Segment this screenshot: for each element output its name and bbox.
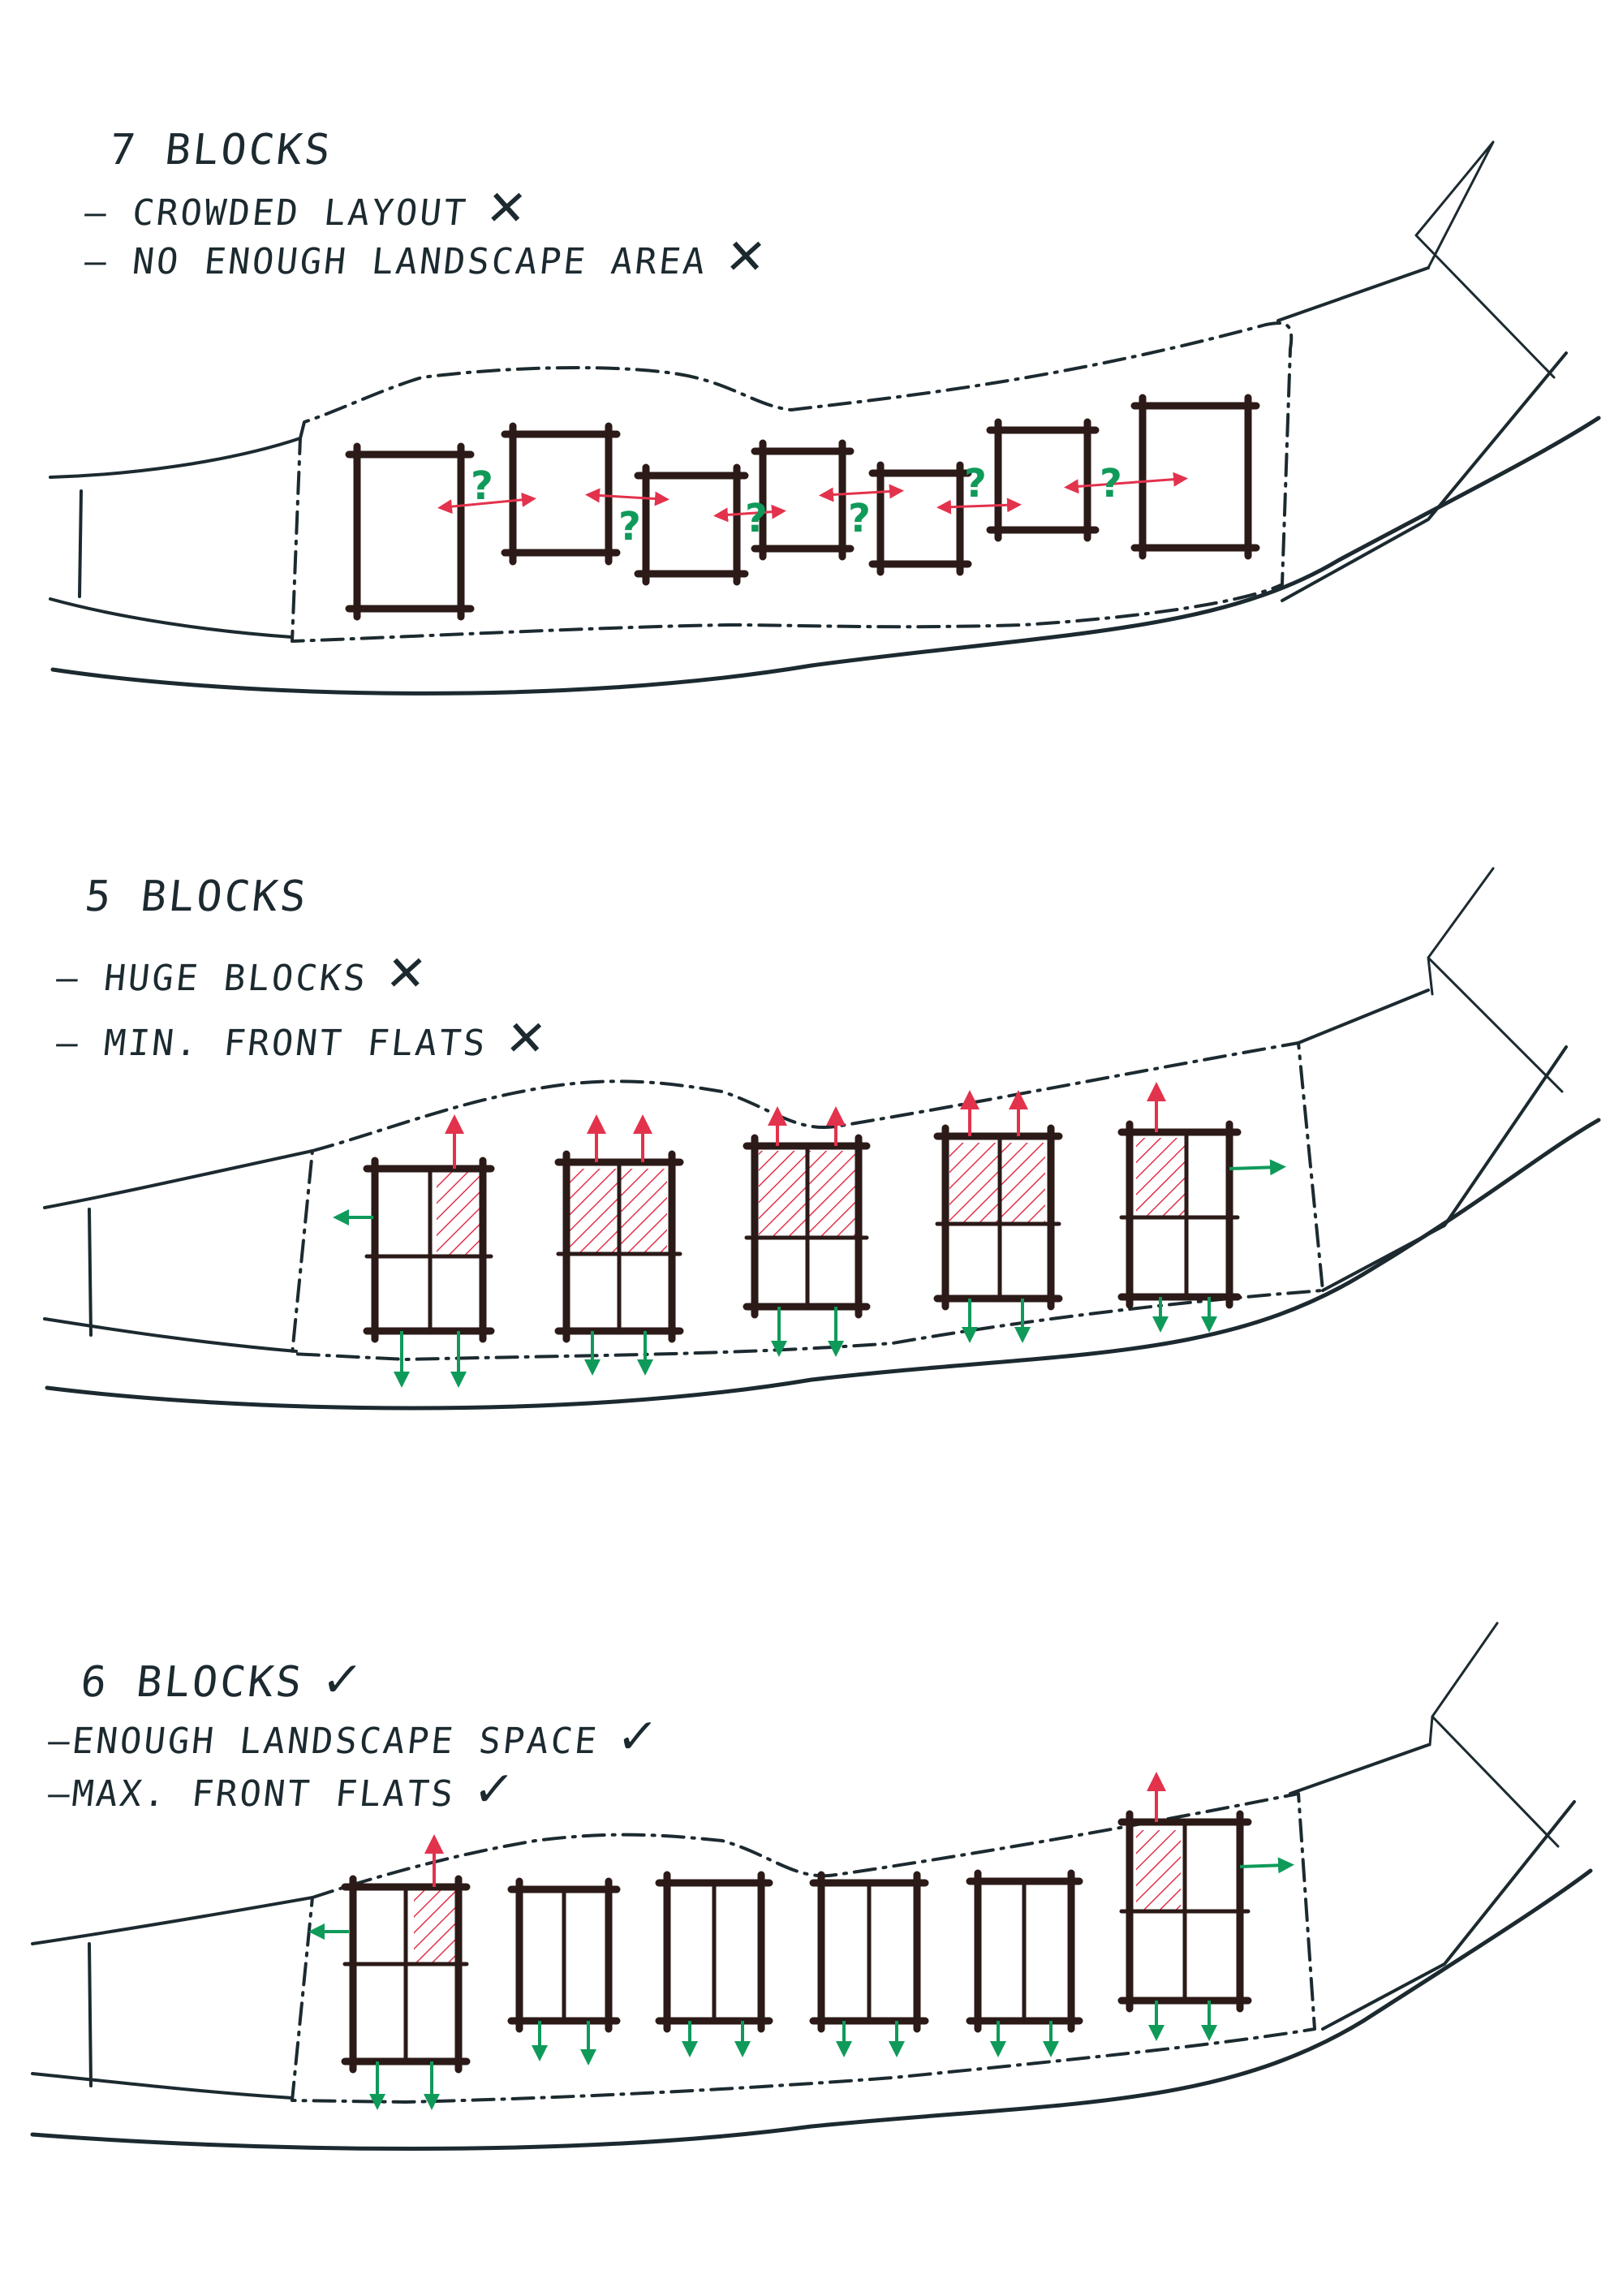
panel-2-red-arrows [445,1082,1166,1169]
block [743,1134,871,1319]
road-edge-upper [49,437,302,479]
road-edge-upper [31,1896,314,1945]
block [809,1871,929,2033]
question-mark: ? [745,496,768,541]
block [345,442,475,621]
road-end-line [78,489,83,598]
block [751,439,855,561]
panel-3-blocks [341,1810,1252,2074]
panel-1-gap-arrows [437,472,1188,523]
site-boundary-top [1289,1743,1430,1795]
question-mark: ? [471,463,493,509]
block [1117,1120,1242,1309]
panel-2-site-plan [43,867,1601,1411]
site-boundary-top [1276,266,1430,322]
site-boundary-right [1281,351,1568,602]
site-boundary-right [1321,1045,1568,1292]
block [1117,1810,1252,2013]
corner-plot [1428,1622,1560,1848]
site-boundary-dashdot [291,321,1294,643]
panel-3-green-arrows [308,1857,1294,2110]
question-mark: ? [1100,461,1122,506]
panel-2-green-arrows [333,1159,1286,1388]
road-edge-lower [31,2072,294,2100]
site-boundary-top [1297,989,1430,1045]
question-mark: ? [618,504,641,549]
road-far-edge [45,1118,1601,1411]
block [655,1871,773,2033]
block [1130,394,1260,560]
block [501,422,621,566]
road-edge-upper [43,1149,314,1209]
site-boundary-right [1321,1800,1576,2031]
block [986,418,1100,542]
panel-3-site-plan [30,1622,1593,2151]
corner-plot [1414,140,1556,379]
block [634,463,749,586]
site-boundary-dashdot [291,1792,1316,2104]
panel-2-blocks [363,1120,1242,1343]
block [363,1157,495,1343]
block [554,1150,684,1343]
block [868,461,972,576]
block [966,1869,1083,2033]
panel-1-site-plan [49,140,1601,696]
road-end-line [88,1208,93,1337]
road-far-edge [50,416,1601,696]
question-mark: ? [964,461,987,506]
panel-1-question-marks: ? ? ? ? ? ? [471,461,1122,549]
block [933,1124,1063,1311]
panel-3-red-arrows [424,1772,1166,1887]
road-far-edge [30,1868,1593,2151]
block [507,1877,621,2033]
road-edge-lower [43,1317,298,1353]
block [341,1875,471,2074]
corner-plot [1427,867,1564,1093]
road-end-line [88,1942,93,2087]
panel-1-blocks [345,394,1260,621]
road-edge-lower [49,597,294,639]
question-mark: ? [848,496,871,541]
